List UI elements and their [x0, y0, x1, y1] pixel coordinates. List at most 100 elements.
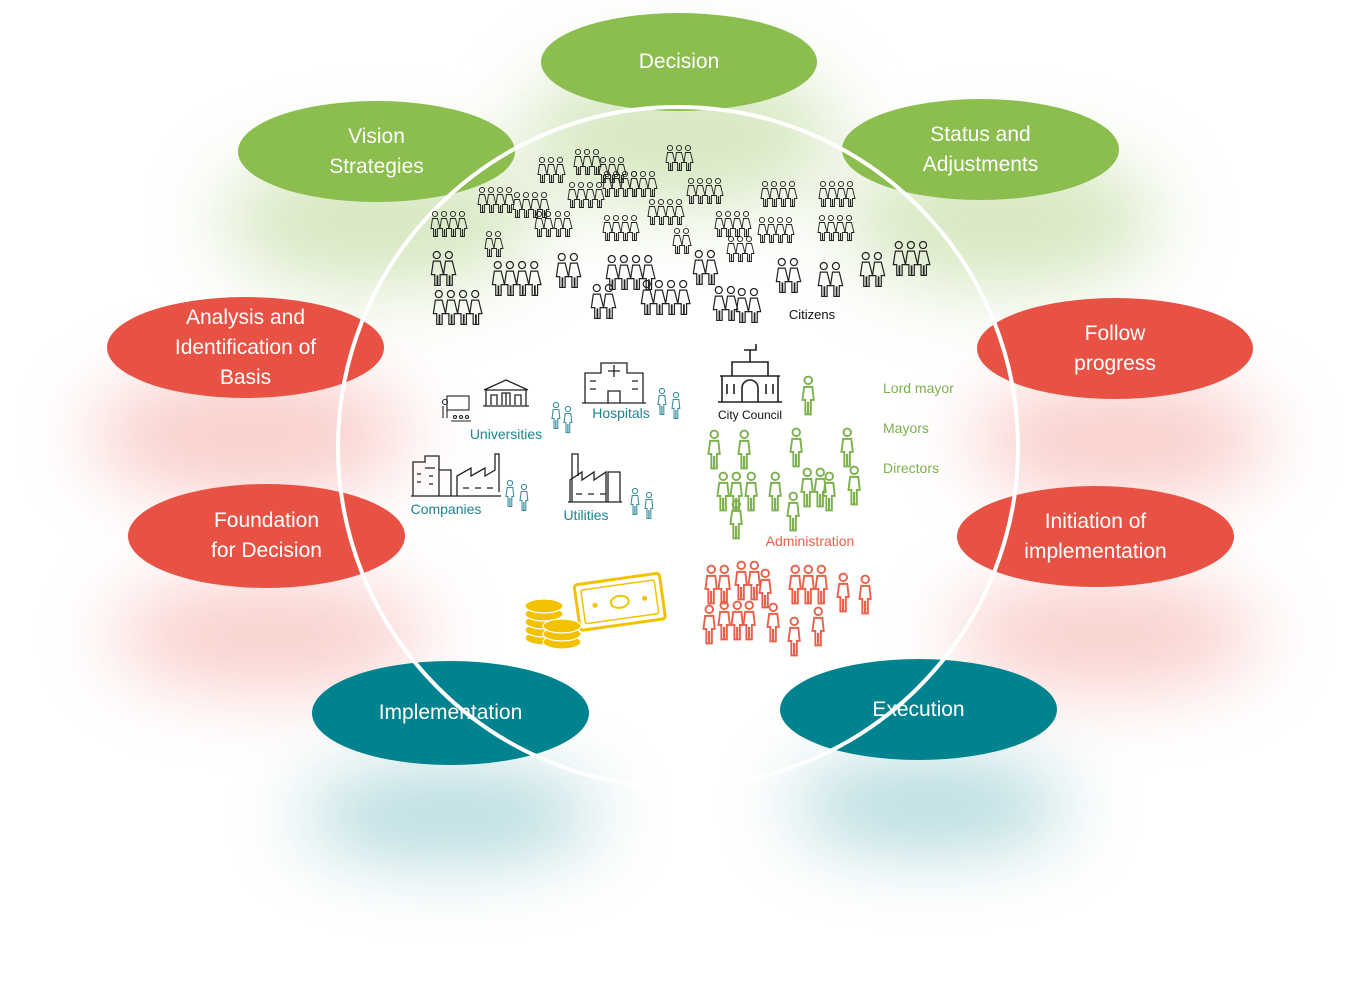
administrator-figure [737, 429, 751, 470]
citizen-figure [439, 210, 450, 237]
glow-follow [970, 380, 1270, 500]
citizen-figure [629, 170, 640, 197]
citizen-figure [818, 180, 829, 207]
foundation-node: Foundation for Decision [128, 484, 405, 588]
citizen-figure [724, 285, 739, 322]
citizen-figure [784, 216, 795, 243]
worker-figure [766, 602, 780, 643]
citizen-figure [573, 148, 584, 175]
citizen-figure [735, 235, 746, 262]
administrator-figure [800, 467, 814, 508]
citizen-figure [442, 250, 457, 287]
citizen-figure [674, 198, 685, 225]
implementation-node: Implementation [312, 661, 589, 765]
citizen-figure [576, 181, 587, 208]
worker-figure [811, 606, 825, 647]
citizen-figure [757, 216, 768, 243]
citizen-figure [620, 214, 631, 241]
citizen-figure [555, 156, 566, 183]
worker-figure [704, 564, 718, 605]
citizen-figure [602, 214, 613, 241]
citizen-figure [760, 180, 771, 207]
administration-label: Administration [766, 533, 855, 549]
worker-figure [788, 564, 802, 605]
citizen-figure [528, 260, 542, 297]
citizen-figure [704, 177, 715, 204]
analysis-node: Analysis and Identification of Basis [107, 297, 384, 398]
citizen-figure [503, 260, 518, 297]
vision-strategies-node: Vision Strategies [238, 101, 515, 202]
citizen-figure [769, 180, 780, 207]
directors-label: Directors [883, 460, 939, 476]
citizen-figure [493, 230, 504, 257]
citizen-figure [430, 250, 445, 287]
citizen-figure [735, 287, 750, 324]
citizen-figure [594, 181, 605, 208]
citizen-figure [553, 210, 564, 237]
citizen-figure [585, 181, 596, 208]
citizen-figure [827, 180, 838, 207]
citizen-figure [871, 251, 886, 288]
citizen-figure [713, 177, 724, 204]
follow-progress-node: Follow progress [977, 298, 1253, 399]
citizen-figure [787, 180, 798, 207]
citizen-figure [829, 261, 844, 298]
hospitals-label: Hospitals [592, 405, 650, 421]
citizen-figure [432, 289, 447, 326]
cycle-ring [336, 105, 1020, 789]
citizen-figure [530, 191, 541, 218]
universities-people [551, 401, 573, 434]
citizen-figure [695, 177, 706, 204]
administrator-figure [716, 471, 730, 512]
citizen-figure [677, 279, 691, 316]
citizen-figure [537, 156, 548, 183]
administrator-figure [847, 465, 861, 506]
worker-figure [734, 560, 748, 601]
citizen-figure [692, 249, 707, 286]
citizen-figure [555, 252, 570, 289]
citizen-figure [448, 210, 459, 237]
citizen-figure [444, 289, 459, 326]
worker-figure [801, 564, 815, 605]
citizen-figure [845, 180, 856, 207]
hospitals-people [657, 387, 681, 420]
universities-label: Universities [470, 426, 542, 442]
citizen-figure [469, 289, 483, 326]
citizen-figure [683, 144, 694, 171]
administrator-figure [789, 427, 803, 468]
citizen-figure [642, 254, 656, 291]
citizen-figure [647, 198, 658, 225]
worker-figure [717, 564, 731, 605]
lord-mayor-label: Lord mayor [883, 380, 954, 396]
citizen-figure [567, 252, 582, 289]
administrator-figure [840, 427, 854, 468]
citizen-figure [647, 170, 658, 197]
worker-figure [787, 616, 801, 657]
companies-label: Companies [411, 501, 482, 517]
citizen-figure [582, 148, 593, 175]
citizen-figure [787, 257, 802, 294]
citizen-figure [835, 214, 846, 241]
mayors-label: Mayors [883, 420, 929, 436]
workers-group [702, 560, 872, 657]
citizen-figure [590, 283, 605, 320]
decision-node: Decision [541, 13, 817, 111]
citizen-figure [723, 210, 734, 237]
citizen-figure [766, 216, 777, 243]
money-icon [524, 571, 667, 650]
worker-figure [717, 600, 731, 641]
initiation-node: Initiation of implementation [957, 486, 1234, 587]
university-icon [482, 379, 530, 407]
citizen-figure [629, 254, 644, 291]
hospital-icon [582, 362, 646, 404]
citizen-figure [546, 156, 557, 183]
citizen-figure [665, 198, 676, 225]
companies-icon [411, 453, 501, 497]
citizen-figure [741, 210, 752, 237]
citizen-figure [620, 170, 631, 197]
citizen-figure [567, 181, 578, 208]
administrator-figure [744, 471, 758, 512]
utilities-icon [568, 453, 622, 503]
citizen-figure [826, 214, 837, 241]
